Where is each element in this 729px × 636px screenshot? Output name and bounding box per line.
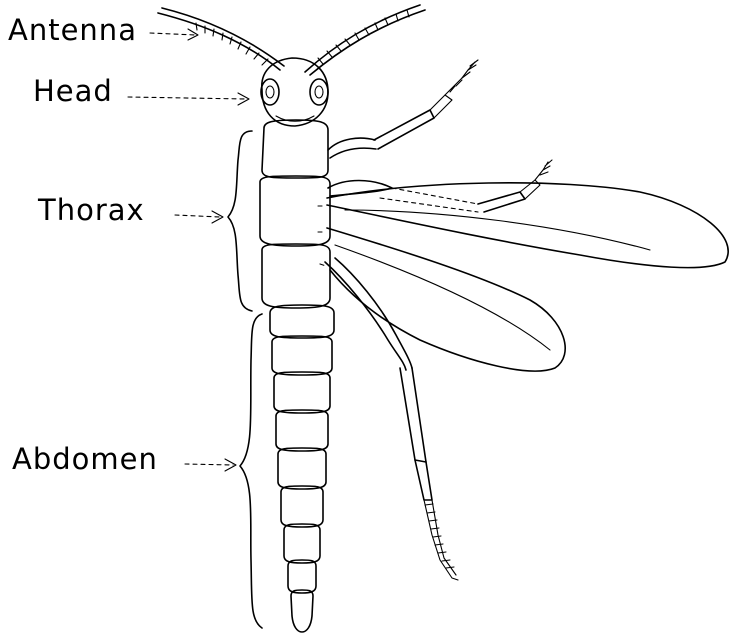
label-abdomen: Abdomen	[12, 442, 158, 476]
forewing-vein	[345, 210, 650, 250]
leader-antenna	[150, 29, 198, 40]
left-antenna	[158, 8, 284, 70]
thorax-brace	[228, 131, 252, 311]
left-eye	[261, 79, 279, 105]
thorax	[260, 120, 330, 308]
leader-thorax	[175, 211, 223, 223]
right-antenna	[305, 5, 425, 75]
front-leg	[328, 60, 478, 158]
label-thorax: Thorax	[37, 193, 145, 227]
middle-leg	[328, 160, 552, 212]
hindwing	[327, 228, 565, 371]
forewing	[327, 183, 728, 268]
label-antenna: Antenna	[8, 13, 137, 47]
abdomen-brace	[240, 314, 262, 628]
right-eye	[310, 79, 328, 105]
label-head: Head	[33, 74, 113, 108]
hind-leg	[325, 258, 458, 580]
leader-abdomen	[185, 459, 236, 471]
abdomen	[270, 305, 334, 632]
leader-head	[128, 93, 249, 105]
hindwing-vein	[335, 245, 550, 350]
